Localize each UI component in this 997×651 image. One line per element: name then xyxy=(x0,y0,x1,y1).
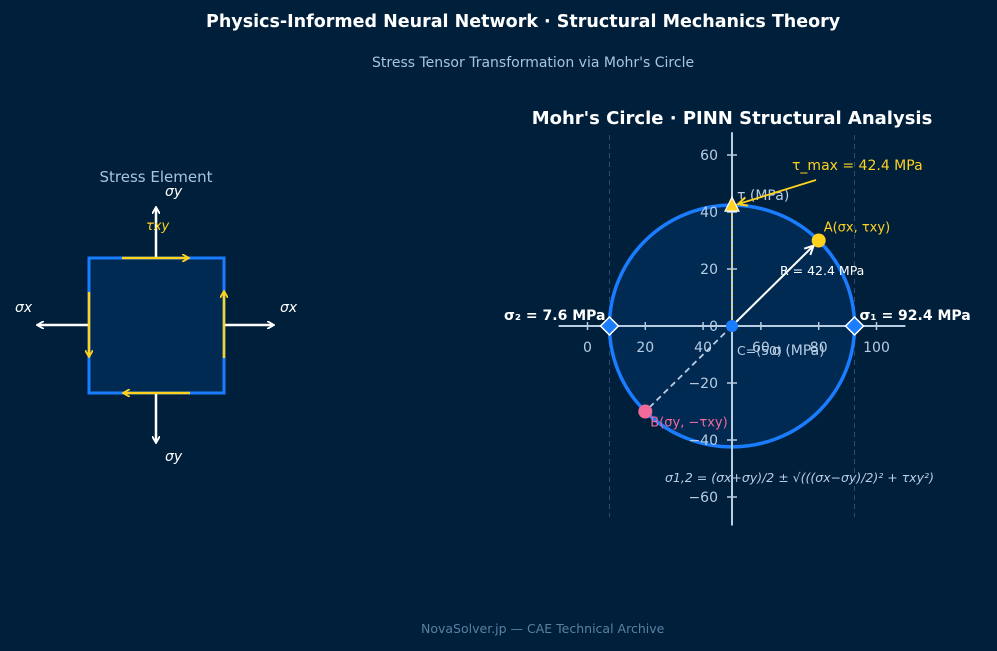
sigma-y-top-label: σy xyxy=(165,184,183,200)
x-tick-label: 80 xyxy=(810,340,828,356)
radius-label: R = 42.4 MPa xyxy=(780,263,864,278)
page-subtitle: Stress Tensor Transformation via Mohr's … xyxy=(372,55,695,71)
y-tick-label: 40 xyxy=(700,205,718,221)
stress-element-title: Stress Element xyxy=(100,168,213,186)
tau-max-annotation-arrowhead xyxy=(735,196,749,207)
sigma2-point xyxy=(599,315,620,337)
stress-element-panel: Stress Element σx σx σy σy τxy xyxy=(15,168,298,465)
tau-max-annotation-arrow xyxy=(737,179,817,206)
page-title: Physics-Informed Neural Network · Struct… xyxy=(206,12,841,32)
y-tick-label: 60 xyxy=(700,148,718,164)
stress-element-square xyxy=(87,256,226,395)
sigma1-label: σ₁ = 92.4 MPa xyxy=(860,308,971,324)
x-tick-label: 0 xyxy=(583,340,592,356)
footer-credit: NovaSolver.jp — CAE Technical Archive xyxy=(421,621,665,636)
y-tick-label: 20 xyxy=(700,262,718,278)
x-tick-label: 20 xyxy=(636,340,654,356)
point-a-label: A(σx, τxy) xyxy=(824,221,890,236)
tau-xy-label: τxy xyxy=(146,219,170,234)
radius-arrowhead xyxy=(803,243,816,256)
center-point xyxy=(726,320,738,332)
sigma1-point xyxy=(844,315,865,337)
x-axis-label: σ (MPa) xyxy=(772,343,825,359)
mohr-circle-chart: Mohr's Circle · PINN Structural Analysis… xyxy=(504,108,971,526)
sigma-x-left-label: σx xyxy=(15,300,33,316)
point-b xyxy=(638,404,653,419)
tau-max-label: τ_max = 42.4 MPa xyxy=(792,158,923,174)
sigma2-label: σ₂ = 7.6 MPa xyxy=(504,308,605,324)
sigma-y-bottom-label: σy xyxy=(165,449,183,465)
x-tick-label: 40 xyxy=(694,340,712,356)
center-label: C=(50) xyxy=(737,343,782,358)
chart-title: Mohr's Circle · PINN Structural Analysis xyxy=(532,108,933,129)
principal-stress-formula: σ1,2 = (σx+σy)/2 ± √(((σx−σy)/2)² + τxy²… xyxy=(665,470,934,485)
tau-max-point xyxy=(724,195,740,212)
y-tick-label: 0 xyxy=(709,319,718,335)
y-tick-label: −20 xyxy=(688,376,718,392)
sigma-x-right-label: σx xyxy=(280,300,298,316)
radius-line xyxy=(731,244,815,327)
point-a xyxy=(811,233,826,248)
diameter-dashed-line xyxy=(644,325,733,413)
x-tick-label: 100 xyxy=(863,340,890,356)
x-tick-label: 60 xyxy=(752,340,770,356)
y-tick-label: −40 xyxy=(688,433,718,449)
point-b-label: B(σy, −τxy) xyxy=(650,416,727,431)
y-tick-label: −60 xyxy=(688,490,718,506)
